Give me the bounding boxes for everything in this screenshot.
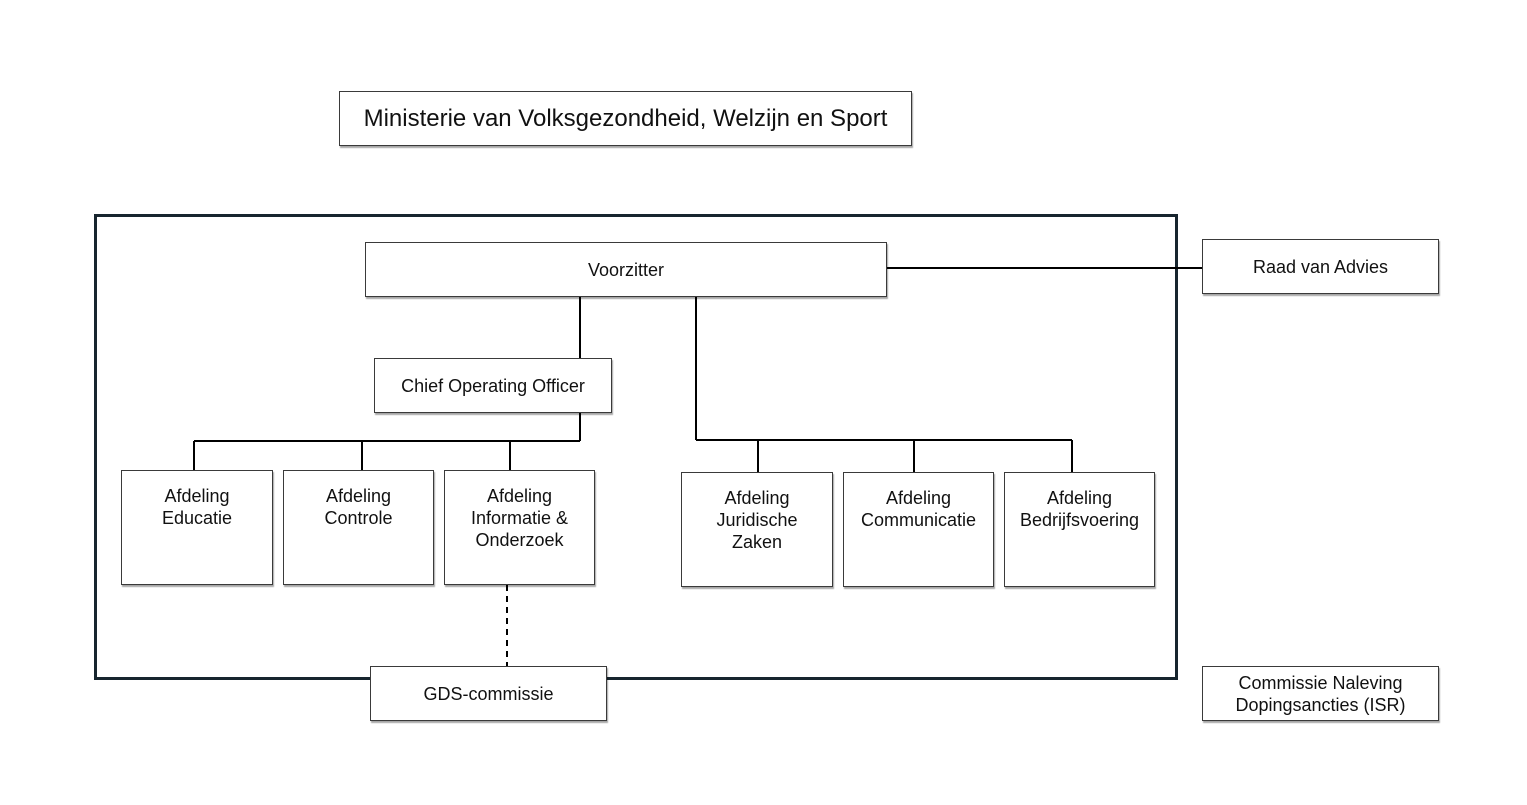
ministry-box: Ministerie van Volksgezondheid, Welzijn … <box>339 91 912 146</box>
advisory-board-label: Raad van Advies <box>1252 256 1389 277</box>
department-communication-label: Afdeling Communicatie <box>860 488 977 530</box>
department-communication-box: Afdeling Communicatie <box>843 472 994 587</box>
chair-label: Voorzitter <box>587 259 665 280</box>
advisory-board-box: Raad van Advies <box>1202 239 1439 294</box>
gds-committee-box: GDS-commissie <box>370 666 607 721</box>
department-legal-box: Afdeling Juridische Zaken <box>681 472 833 587</box>
compliance-committee-label: Commissie Naleving Dopingsancties (ISR) <box>1235 672 1406 715</box>
coo-box: Chief Operating Officer <box>374 358 612 413</box>
department-control-label: Afdeling Controle <box>324 486 393 528</box>
department-education-label: Afdeling Educatie <box>161 486 233 528</box>
coo-label: Chief Operating Officer <box>401 375 585 396</box>
department-education-box: Afdeling Educatie <box>121 470 273 585</box>
gds-committee-label: GDS-commissie <box>423 683 554 704</box>
department-operations-box: Afdeling Bedrijfsvoering <box>1004 472 1155 587</box>
department-research-label: Afdeling Informatie & Onderzoek <box>470 486 569 550</box>
chair-box: Voorzitter <box>365 242 887 297</box>
compliance-committee-box: Commissie Naleving Dopingsancties (ISR) <box>1202 666 1439 721</box>
department-research-box: Afdeling Informatie & Onderzoek <box>444 470 595 585</box>
ministry-label: Ministerie van Volksgezondheid, Welzijn … <box>363 104 888 132</box>
organization-frame <box>94 214 1178 680</box>
department-operations-label: Afdeling Bedrijfsvoering <box>1019 488 1140 530</box>
department-legal-label: Afdeling Juridische Zaken <box>716 488 798 552</box>
department-control-box: Afdeling Controle <box>283 470 434 585</box>
